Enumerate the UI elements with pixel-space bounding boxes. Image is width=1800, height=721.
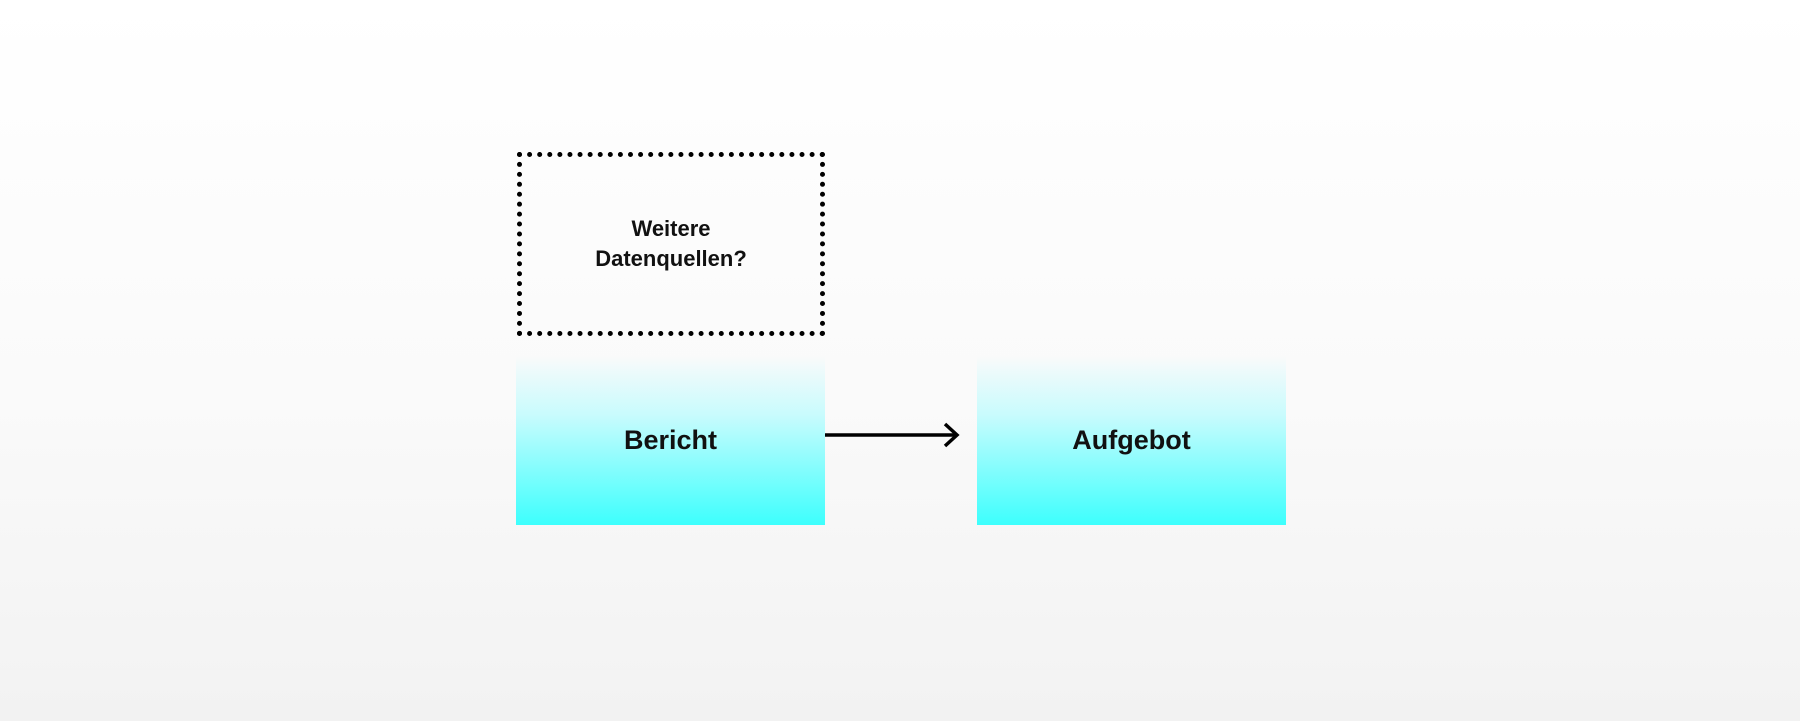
additional-data-sources-line1: Weitere <box>631 216 711 241</box>
additional-data-sources-box: Weitere Datenquellen? <box>517 152 825 336</box>
additional-data-sources-line2: Datenquellen? <box>595 246 747 271</box>
bericht-label: Bericht <box>623 424 718 455</box>
aufgebot-label: Aufgebot <box>1072 424 1191 455</box>
additional-data-sources-label: Weitere Datenquellen? <box>595 214 747 274</box>
bericht-node: Bericht <box>516 355 825 525</box>
aufgebot-node: Aufgebot <box>977 355 1286 525</box>
arrow-right-icon <box>825 422 960 448</box>
